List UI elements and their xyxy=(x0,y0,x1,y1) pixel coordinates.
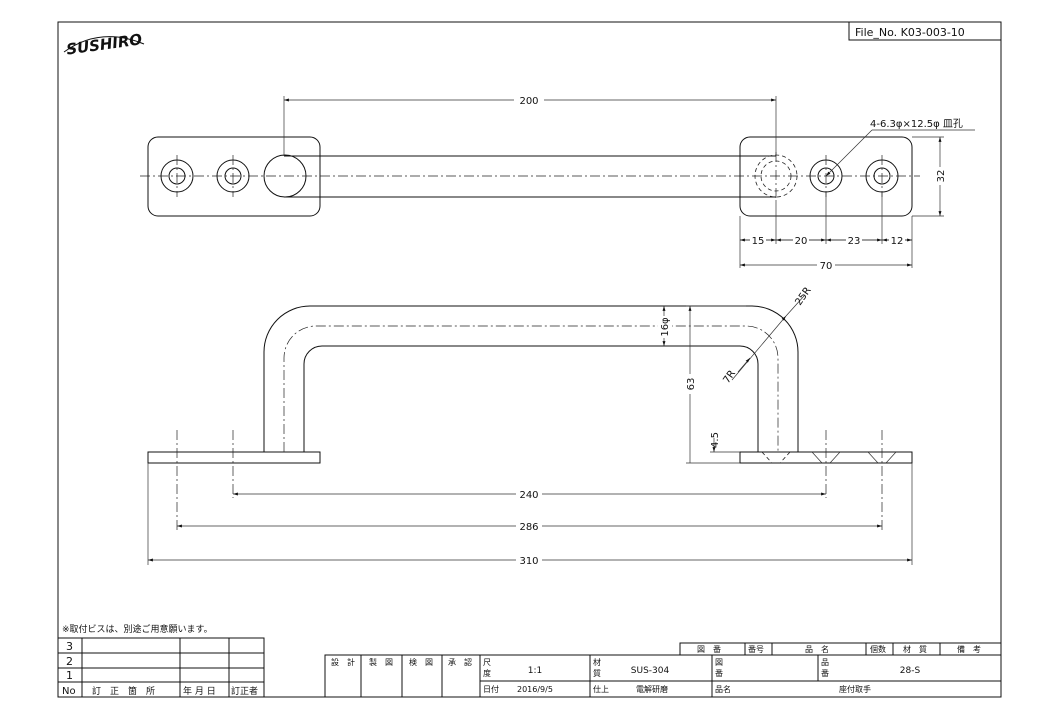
parts-header-number: 番号 xyxy=(748,644,764,654)
checked-label: 検 図 xyxy=(409,657,433,667)
base-plate-left-side xyxy=(147,451,321,464)
revision-header-person: 訂正者 xyxy=(231,685,258,697)
drawing-no-label: 図 xyxy=(715,658,723,667)
part-no-label: 番 xyxy=(821,668,829,678)
company-logo: SUSHIRO xyxy=(63,30,145,59)
dim-15: 15 xyxy=(752,236,765,247)
material-value: SUS-304 xyxy=(631,666,670,676)
handle-outer-profile xyxy=(263,305,799,452)
revision-header-date: 年 月 日 xyxy=(183,685,216,697)
countersink xyxy=(811,451,841,464)
scale-value: 1:1 xyxy=(528,666,542,676)
finish-value: 電解研磨 xyxy=(636,684,668,694)
countersink xyxy=(867,451,897,464)
part-no-value: 28-S xyxy=(900,666,921,676)
date-value: 2016/9/5 xyxy=(517,685,553,694)
dim-310: 310 xyxy=(519,556,538,567)
revision-row-number: 1 xyxy=(66,669,73,682)
design-label: 設 計 xyxy=(331,657,355,667)
revision-header-no: No xyxy=(62,686,76,697)
scale-label: 尺 xyxy=(483,658,491,667)
parts-header-material: 材 質 xyxy=(903,644,927,654)
screw-note: ※取付ビスは、別途ご用意願います。 xyxy=(62,623,213,635)
logo-text: SUSHIRO xyxy=(65,30,143,58)
base-plate-left xyxy=(147,136,321,217)
dim-32: 32 xyxy=(936,170,947,183)
scale-label: 度 xyxy=(483,668,491,678)
file-number-box xyxy=(848,21,1002,41)
drawn-label: 製 図 xyxy=(369,657,393,667)
parts-header-drawing-no: 図 番 xyxy=(697,644,721,654)
revision-row-number: 2 xyxy=(66,655,73,668)
dim-12: 12 xyxy=(891,236,904,247)
drawing-frame xyxy=(57,21,1002,698)
handle-centerline xyxy=(283,325,779,452)
dim-4-5: 4.5 xyxy=(710,432,721,448)
dim-25r: 25R xyxy=(793,285,813,307)
countersink-hidden xyxy=(761,451,791,464)
part-no-label: 品 xyxy=(821,658,829,667)
parts-header-remarks: 備 考 xyxy=(957,644,981,654)
dim-286: 286 xyxy=(519,522,538,533)
material-label: 材 xyxy=(593,657,601,667)
file-number: File_No. K03-003-10 xyxy=(855,26,965,39)
material-label: 質 xyxy=(593,668,601,678)
handle-inner-profile xyxy=(303,345,759,452)
dim-20: 20 xyxy=(795,236,808,247)
dim-63: 63 xyxy=(686,378,697,391)
revision-header-place: 訂 正 箇 所 xyxy=(92,685,155,697)
finish-label: 仕上 xyxy=(593,684,609,694)
dim-200: 200 xyxy=(519,96,538,107)
parts-list-header: 図 番 番号 品 名 個数 材 質 備 考 xyxy=(679,642,1002,656)
parts-header-name: 品 名 xyxy=(805,644,829,654)
hole-note: 4-6.3φ×12.5φ 皿孔 xyxy=(870,118,963,130)
dim-70: 70 xyxy=(820,261,833,272)
dim-23: 23 xyxy=(848,236,861,247)
name-value: 座付取手 xyxy=(839,684,871,694)
name-label: 品名 xyxy=(715,684,731,694)
title-block: 設 計 製 図 検 図 承 認 尺 度 1:1 日付 2016/9/5 材 質 … xyxy=(324,654,1002,698)
date-label: 日付 xyxy=(483,684,499,694)
dim-240: 240 xyxy=(519,490,538,501)
dim-7r: 7R xyxy=(721,368,738,385)
dim-16-phi: 16φ xyxy=(660,317,671,337)
revision-table: 3 2 1 No 訂 正 箇 所 年 月 日 訂正者 xyxy=(57,637,265,698)
top-view: 200 4-6.3φ×12.5φ 皿孔 32 15 20 23 12 70 xyxy=(140,93,975,272)
drawing-no-label: 番 xyxy=(715,668,723,678)
parts-header-qty: 個数 xyxy=(870,644,886,654)
revision-row-number: 3 xyxy=(66,640,73,653)
approved-label: 承 認 xyxy=(448,657,472,667)
front-view: 16φ 25R 7R 63 4.5 240 286 310 xyxy=(147,285,913,567)
